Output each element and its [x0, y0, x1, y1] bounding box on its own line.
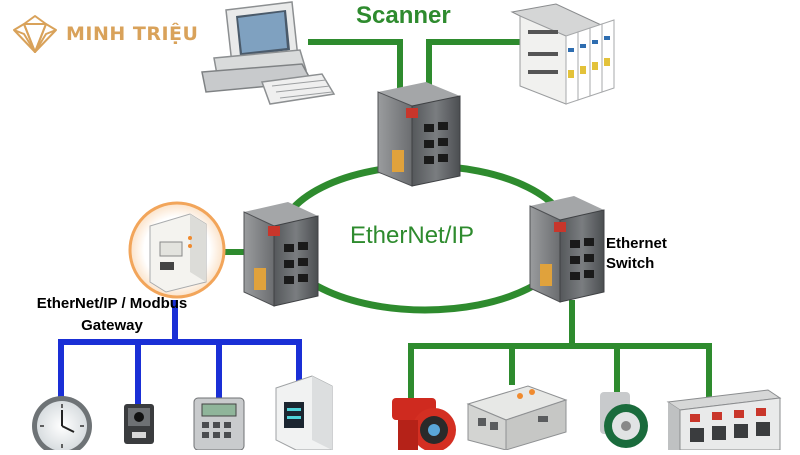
- red-motor-icon: [392, 398, 456, 452]
- modbus-device-bus: [58, 300, 302, 405]
- gateway-label: EtherNet/IP / Modbus Gateway: [22, 293, 202, 337]
- display-module-icon: [275, 375, 333, 451]
- ethernet-switch-icon-left: [243, 202, 319, 307]
- brand-name: MINH TRIỆU: [66, 23, 199, 45]
- ethernet-switch-icon-right: [529, 196, 605, 303]
- ethernet-switch-label-line1: Ethernet: [606, 235, 667, 252]
- ethernet-switch-label: Ethernet Switch: [606, 234, 667, 274]
- lotus-diamond-logo-icon: [13, 15, 57, 53]
- scanner-links: [308, 39, 520, 88]
- gateway-label-line2: Gateway: [81, 317, 143, 334]
- plc-bank-icon: [666, 389, 782, 451]
- photo-sensor-icon: [124, 404, 154, 444]
- plc-rack-icon: [510, 3, 615, 105]
- ethernet-ip-label: EtherNet/IP: [350, 222, 475, 249]
- wall-clock-icon: [32, 396, 92, 455]
- brand-logo: MINH TRIỆU: [12, 14, 198, 54]
- io-module-icon: [466, 385, 568, 451]
- gateway-label-line1: EtherNet/IP / Modbus: [36, 295, 188, 312]
- scanner-label: Scanner: [356, 2, 451, 29]
- ethernet-switch-label-line2: Switch: [606, 255, 655, 272]
- encoder-icon: [600, 392, 648, 448]
- ethernet-switch-icon-top: [377, 82, 461, 187]
- ethernet-device-bus: [408, 300, 712, 398]
- modbus-gateway-icon: [128, 201, 226, 299]
- keypad-controller-icon: [193, 397, 245, 451]
- desktop-computer-icon: [201, 1, 336, 105]
